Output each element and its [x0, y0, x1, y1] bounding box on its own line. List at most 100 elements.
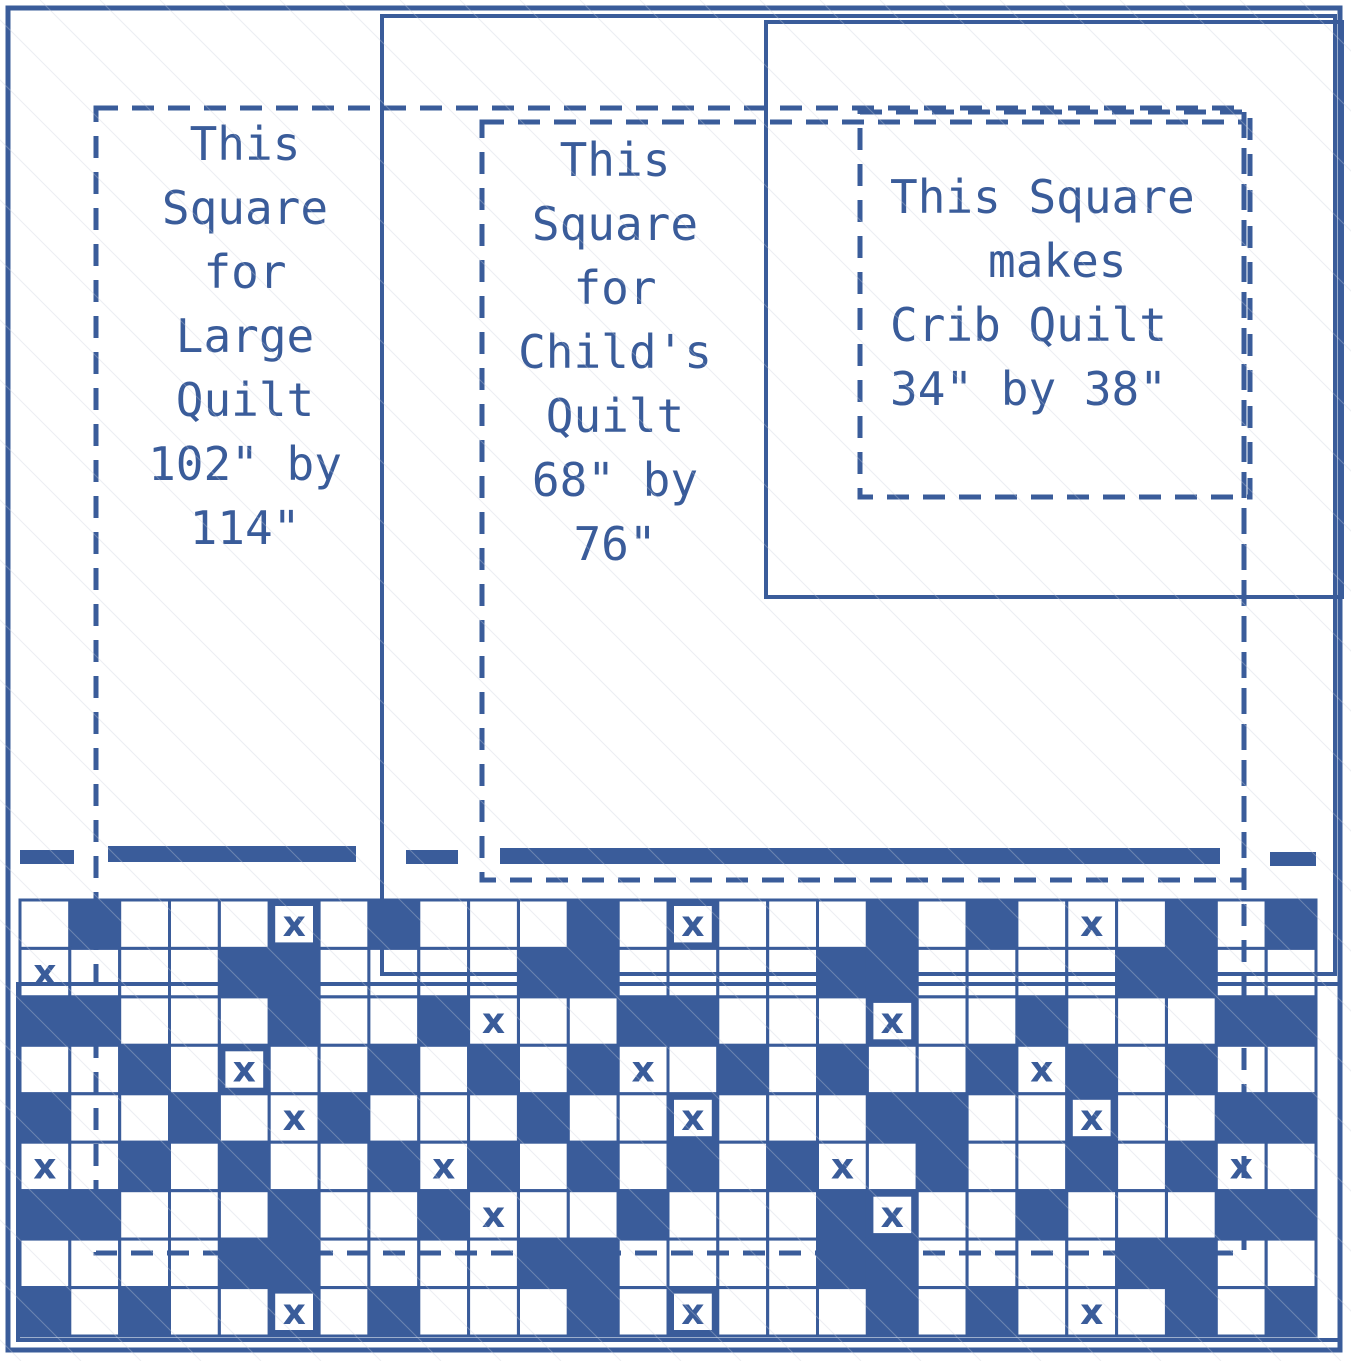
grid-cell — [1266, 1191, 1316, 1239]
grid-cell — [1017, 1239, 1067, 1287]
grid-cell — [718, 997, 768, 1045]
x-mark-icon: x — [283, 1292, 306, 1333]
grid-cell — [170, 1288, 220, 1336]
grid-cell — [120, 900, 170, 948]
grid-cell — [718, 1239, 768, 1287]
grid-cell — [1266, 1094, 1316, 1142]
grid-cell — [917, 1191, 967, 1239]
border-bar — [500, 848, 1220, 864]
grid-cell — [269, 948, 319, 996]
grid-cell — [1067, 997, 1117, 1045]
crib-label-line: 34" by 38" — [868, 357, 1258, 421]
child-label-line: Quilt — [480, 384, 750, 448]
grid-cell — [369, 1142, 419, 1190]
grid-cell — [170, 1094, 220, 1142]
grid-cell — [219, 900, 269, 948]
grid-cell — [967, 1094, 1017, 1142]
grid-cell — [917, 1288, 967, 1336]
x-mark-icon: x — [482, 1001, 505, 1042]
grid-cell — [1017, 1094, 1067, 1142]
crib-quilt-label: This SquaremakesCrib Quilt34" by 38" — [868, 165, 1258, 421]
grid-cell — [20, 1239, 70, 1287]
grid-cell — [319, 948, 369, 996]
grid-cell — [1117, 1045, 1167, 1093]
grid-cell — [419, 900, 469, 948]
grid-cell — [70, 1239, 120, 1287]
grid-cell — [519, 1045, 569, 1093]
crib-label-line: This Square — [868, 165, 1258, 229]
large-label-line: Quilt — [110, 368, 380, 432]
grid-cell — [120, 1239, 170, 1287]
x-mark-icon: x — [831, 1146, 854, 1187]
grid-cell — [1266, 1239, 1316, 1287]
grid-cell — [419, 1191, 469, 1239]
grid-cell — [718, 1191, 768, 1239]
grid-cell — [568, 900, 618, 948]
x-mark-icon: x — [33, 953, 56, 994]
grid-cell — [319, 1045, 369, 1093]
grid-cell — [618, 1239, 668, 1287]
grid-cell — [419, 1239, 469, 1287]
large-label-line: 114" — [110, 496, 380, 560]
grid-cell — [917, 1239, 967, 1287]
grid-cell — [269, 997, 319, 1045]
grid-cell — [967, 1191, 1017, 1239]
border-bar — [20, 850, 74, 864]
grid-cell — [219, 1288, 269, 1336]
grid-cell — [1117, 1239, 1167, 1287]
grid-cell — [20, 1191, 70, 1239]
grid-cell — [269, 1191, 319, 1239]
grid-cell — [668, 997, 718, 1045]
grid-cell — [469, 1045, 519, 1093]
grid-cell — [319, 900, 369, 948]
grid-cell — [867, 900, 917, 948]
grid-cell — [867, 1239, 917, 1287]
grid-cell — [718, 1094, 768, 1142]
grid-cell — [369, 1191, 419, 1239]
grid-cell — [1017, 900, 1067, 948]
x-mark-icon: x — [283, 904, 306, 945]
grid-cell — [1017, 1288, 1067, 1336]
x-mark-icon: x — [881, 1195, 904, 1236]
grid-cell — [1216, 1239, 1266, 1287]
grid-cell — [1266, 1142, 1316, 1190]
x-mark-icon: x — [681, 1098, 704, 1139]
grid-cell — [170, 1191, 220, 1239]
grid-cell — [170, 900, 220, 948]
grid-cell — [618, 1142, 668, 1190]
grid-cell — [120, 1288, 170, 1336]
x-mark-icon: x — [283, 1098, 306, 1139]
grid-cell — [768, 1045, 818, 1093]
grid-cell — [967, 1142, 1017, 1190]
x-mark-icon: x — [1230, 1146, 1253, 1187]
grid-cell — [917, 900, 967, 948]
grid-cell — [519, 1239, 569, 1287]
child-label-line: 76" — [480, 512, 750, 576]
grid-cell — [1067, 1142, 1117, 1190]
grid-cell — [1167, 1239, 1217, 1287]
large-label-line: This — [110, 112, 380, 176]
grid-cell — [768, 1191, 818, 1239]
large-label-line: 102" by — [110, 432, 380, 496]
grid-cell — [319, 1142, 369, 1190]
grid-cell — [519, 1288, 569, 1336]
grid-cell — [718, 1142, 768, 1190]
x-mark-icon: x — [432, 1146, 455, 1187]
grid-cell — [369, 997, 419, 1045]
crib-label-line: Crib Quilt — [868, 293, 1258, 357]
grid-cell — [219, 1142, 269, 1190]
x-mark-icon: x — [681, 904, 704, 945]
large-label-line: for — [110, 240, 380, 304]
grid-cell — [219, 1191, 269, 1239]
grid-cell — [1167, 1191, 1217, 1239]
grid-cell — [419, 1288, 469, 1336]
grid-cell — [668, 1191, 718, 1239]
grid-cell — [519, 900, 569, 948]
grid-cell — [369, 1045, 419, 1093]
grid-cell — [319, 1239, 369, 1287]
border-bar — [406, 850, 458, 864]
grid-cell — [1167, 1288, 1217, 1336]
grid-cell — [768, 900, 818, 948]
grid-cell — [1167, 1142, 1217, 1190]
grid-cell — [1117, 1191, 1167, 1239]
